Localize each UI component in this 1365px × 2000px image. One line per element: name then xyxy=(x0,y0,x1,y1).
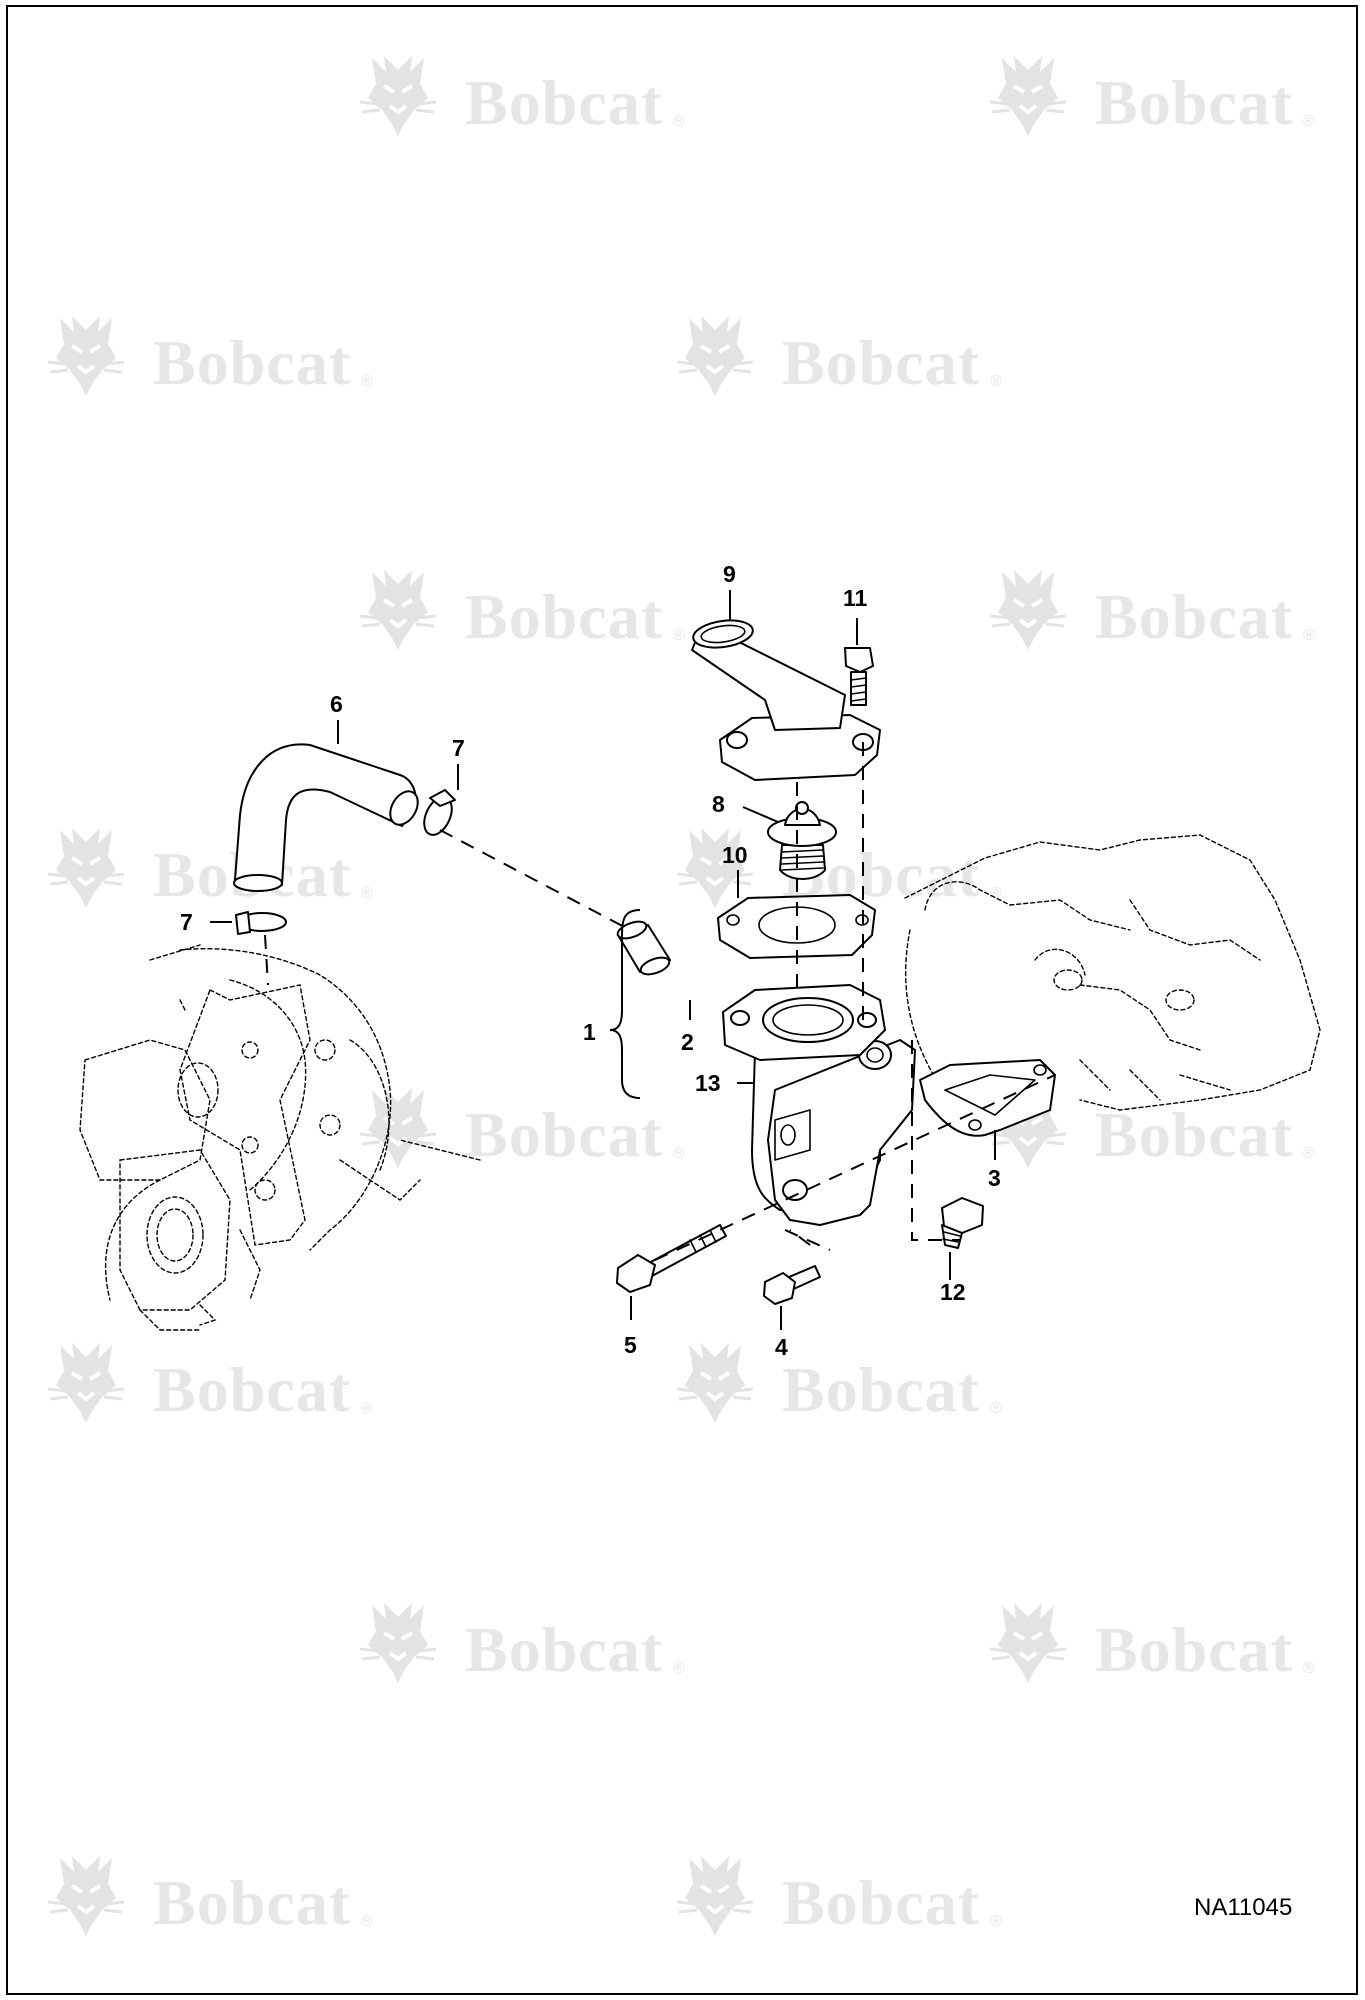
callout-10: 10 xyxy=(722,842,748,868)
bobcat-head-logo-icon xyxy=(46,1341,126,1425)
watermark-14: Bobcat ® xyxy=(988,1601,1315,1685)
svg-text:Bobcat: Bobcat xyxy=(153,327,351,398)
assembly-lines xyxy=(264,742,1056,1261)
bobcat-head-logo-icon xyxy=(358,568,438,652)
watermark-11: Bobcat ® xyxy=(46,1341,373,1425)
svg-text:®: ® xyxy=(673,1660,685,1677)
hose-clamp-upper xyxy=(423,789,456,836)
thermostat xyxy=(767,801,837,880)
watermark-layer: Bobcat® Bobcat® Bobcat® Bobcat® Bobcat® … xyxy=(46,54,1315,1938)
hose-clamp-lower xyxy=(235,911,287,935)
svg-text:®: ® xyxy=(1303,1660,1315,1677)
bobcat-head-logo-icon xyxy=(358,1601,438,1685)
bobcat-head-logo-icon xyxy=(46,826,126,910)
callout-1: 1 xyxy=(583,1019,596,1045)
callout-7-upper: 7 xyxy=(452,735,465,761)
svg-text:®: ® xyxy=(1303,627,1315,644)
figure-id: NA11045 xyxy=(1194,1894,1292,1921)
svg-text:®: ® xyxy=(673,113,685,130)
callout-7-lower: 7 xyxy=(180,909,193,935)
svg-text:Bobcat: Bobcat xyxy=(1095,581,1293,652)
svg-text:Bobcat: Bobcat xyxy=(465,581,663,652)
svg-text:Bobcat: Bobcat xyxy=(782,327,980,398)
callout-3: 3 xyxy=(988,1165,1001,1191)
bobcat-head-logo-icon xyxy=(988,1601,1068,1685)
svg-text:Bobcat: Bobcat xyxy=(153,1354,351,1425)
svg-text:Bobcat: Bobcat xyxy=(782,1867,980,1938)
watermark-2: Bobcat ® xyxy=(988,54,1315,138)
svg-text:®: ® xyxy=(990,1913,1002,1930)
watermark-4: Bobcat ® xyxy=(675,314,1002,398)
svg-text:®: ® xyxy=(990,885,1002,902)
svg-text:®: ® xyxy=(1303,1145,1315,1162)
callout-8: 8 xyxy=(712,791,725,817)
leader-lines xyxy=(210,590,996,1330)
watermark-9: Bobcat ® xyxy=(358,1086,685,1170)
svg-text:Bobcat: Bobcat xyxy=(782,1354,980,1425)
watermark-7: Bobcat® xyxy=(46,826,373,910)
svg-text:Bobcat: Bobcat xyxy=(153,1867,351,1938)
callout-5: 5 xyxy=(624,1332,637,1358)
svg-text:®: ® xyxy=(361,373,373,390)
bobcat-head-logo-icon xyxy=(46,1854,126,1938)
svg-text:Bobcat: Bobcat xyxy=(1095,67,1293,138)
water-pump-ghost xyxy=(79,944,481,1331)
svg-text:®: ® xyxy=(673,627,685,644)
bobcat-head-logo-icon xyxy=(358,1086,438,1170)
bobcat-head-logo-icon xyxy=(988,54,1068,138)
callout-11: 11 xyxy=(843,585,868,611)
watermark-5: Bobcat ® xyxy=(358,568,685,652)
watermark-1: Bobcat ® xyxy=(358,54,685,138)
watermark-13: Bobcat ® xyxy=(358,1601,685,1685)
watermark-6: Bobcat ® xyxy=(988,568,1315,652)
watermark-10: Bobcat ® xyxy=(988,1086,1315,1170)
thermostat-housing xyxy=(722,984,916,1226)
svg-text:Bobcat: Bobcat xyxy=(465,1614,663,1685)
thermostat-cover xyxy=(691,619,881,781)
callout-4: 4 xyxy=(775,1334,788,1360)
bobcat-head-logo-icon xyxy=(358,54,438,138)
bobcat-head-logo-icon xyxy=(675,1341,755,1425)
svg-text:®: ® xyxy=(361,885,373,902)
bypass-pipe xyxy=(616,920,671,976)
bobcat-head-logo-icon xyxy=(675,826,755,910)
bobcat-head-logo-icon xyxy=(988,568,1068,652)
svg-text:®: ® xyxy=(361,1400,373,1417)
callout-2: 2 xyxy=(681,1029,694,1055)
callout-6: 6 xyxy=(330,691,343,717)
svg-text:®: ® xyxy=(673,1145,685,1162)
svg-text:®: ® xyxy=(990,1400,1002,1417)
watermark-3: Bobcat ® xyxy=(46,314,373,398)
watermark-16: Bobcat ® xyxy=(675,1854,1002,1938)
engine-block-ghost xyxy=(904,834,1321,1121)
callout-9: 9 xyxy=(723,561,736,587)
callouts: 1 2 3 4 5 6 7 7 8 9 10 11 12 13 xyxy=(180,561,1001,1360)
watermark-12: Bobcat ® xyxy=(675,1341,1002,1425)
callout-13: 13 xyxy=(695,1070,721,1096)
short-bolt xyxy=(763,1265,821,1305)
long-bolt xyxy=(616,1224,727,1293)
watermark-15: Bobcat ® xyxy=(46,1854,373,1938)
svg-text:®: ® xyxy=(1303,113,1315,130)
bobcat-head-logo-icon xyxy=(46,314,126,398)
bobcat-head-logo-icon xyxy=(675,1854,755,1938)
svg-text:®: ® xyxy=(990,373,1002,390)
drain-plug xyxy=(941,1197,984,1249)
assembly-bracket xyxy=(609,909,641,1099)
svg-text:Bobcat: Bobcat xyxy=(465,67,663,138)
cover-bolt xyxy=(844,647,874,706)
svg-text:®: ® xyxy=(361,1913,373,1930)
svg-text:Bobcat: Bobcat xyxy=(465,1099,663,1170)
bypass-hose xyxy=(233,743,419,892)
bobcat-head-logo-icon xyxy=(675,314,755,398)
svg-text:Bobcat: Bobcat xyxy=(1095,1614,1293,1685)
svg-text:Bobcat: Bobcat xyxy=(1095,1099,1293,1170)
callout-12: 12 xyxy=(940,1279,966,1305)
